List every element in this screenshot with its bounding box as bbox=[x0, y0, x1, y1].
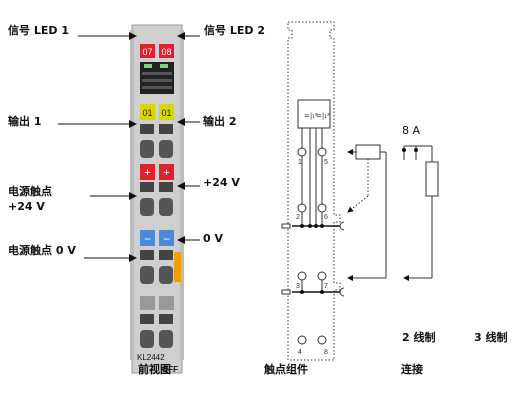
plus-24v-right bbox=[159, 164, 174, 180]
svg-text:=|₁²: =|₁² bbox=[316, 112, 330, 120]
label-0v: 0 V bbox=[203, 232, 223, 245]
led-08-label: 08 bbox=[161, 47, 171, 57]
svg-text:=|₁²: =|₁² bbox=[304, 112, 318, 120]
label-power-contact-24v: +24 V bbox=[8, 200, 45, 213]
label-contact-assembly: 触点组件 bbox=[264, 363, 308, 376]
contact-assembly-outline bbox=[287, 21, 341, 361]
terminal-5: 5 bbox=[324, 159, 328, 166]
minus-right-label: − bbox=[163, 232, 170, 246]
plus-left-label: + bbox=[144, 167, 150, 179]
terminal-row-4 bbox=[140, 314, 173, 348]
minus-left-label: − bbox=[144, 232, 151, 246]
terminal-2: 2 bbox=[296, 214, 300, 221]
label-power-contact: 电源触点 bbox=[8, 185, 52, 198]
terminal-row-2 bbox=[140, 182, 173, 216]
terminal-6: 6 bbox=[324, 214, 328, 221]
model-suffix-label: OFF bbox=[162, 365, 178, 374]
label-power-contact-0v: 电源触点 0 V bbox=[8, 244, 76, 257]
plus-right-label: + bbox=[163, 167, 169, 179]
label-signal-led-1: 信号 LED 1 bbox=[8, 24, 69, 37]
out-01-left-label: 01 bbox=[142, 108, 152, 118]
terminal-8: 8 bbox=[324, 349, 328, 356]
label-output-2: 输出 2 bbox=[203, 115, 237, 128]
orange-latch bbox=[174, 252, 181, 282]
terminal-row-3 bbox=[140, 250, 173, 284]
label-output-1: 输出 1 bbox=[8, 115, 42, 128]
label-connection: 连接 bbox=[401, 363, 423, 376]
terminal-7: 7 bbox=[324, 283, 328, 290]
label-two-wire: 2 线制 bbox=[402, 331, 436, 344]
label-three-wire: 3 线制 bbox=[474, 331, 508, 344]
plus-24v-left bbox=[140, 164, 155, 180]
zero-v-left bbox=[140, 230, 155, 246]
terminal-4: 4 bbox=[298, 349, 302, 356]
out-01-right-label: 01 bbox=[161, 108, 171, 118]
label-signal-led-2: 信号 LED 2 bbox=[204, 24, 265, 37]
led-08 bbox=[159, 44, 174, 58]
terminal-1: 1 bbox=[298, 159, 302, 166]
led-07 bbox=[140, 44, 155, 58]
model-label: KL2442 bbox=[137, 353, 165, 362]
terminal-row-1 bbox=[140, 124, 173, 158]
output-2-indicator bbox=[159, 104, 174, 120]
output-1-indicator bbox=[140, 104, 155, 120]
contact-ic-box: =|₁² =|₁² bbox=[297, 99, 331, 129]
label-8a: 8 A bbox=[402, 124, 421, 137]
two-wire-connection bbox=[347, 144, 387, 281]
led-07-label: 07 bbox=[142, 47, 152, 57]
zero-v-right bbox=[159, 230, 174, 246]
three-wire-connection bbox=[402, 145, 439, 281]
terminal-circles bbox=[297, 147, 327, 345]
label-front-view: 前视图 bbox=[138, 363, 171, 376]
label-plus-24v: +24 V bbox=[203, 176, 240, 189]
terminal-3: 3 bbox=[296, 283, 300, 290]
terminal-module bbox=[130, 24, 184, 374]
